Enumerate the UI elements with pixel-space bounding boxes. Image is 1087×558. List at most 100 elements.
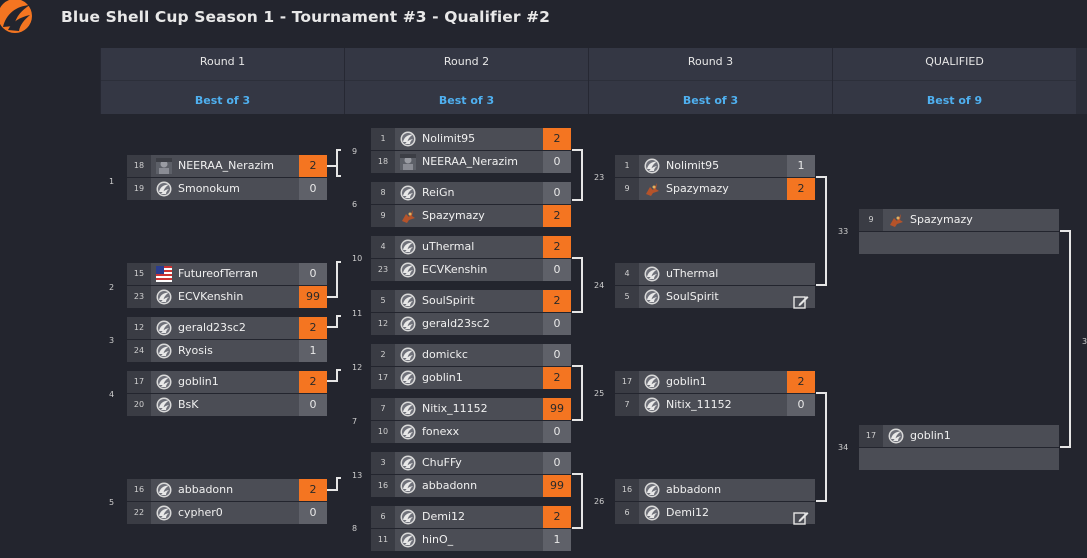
player-name[interactable]: Spazymazy <box>666 182 729 195</box>
player-name[interactable]: uThermal <box>666 267 719 280</box>
player-name[interactable]: hinO_ <box>422 533 454 546</box>
shell-logo-icon[interactable] <box>0 0 40 40</box>
player-name[interactable]: FutureofTerran <box>178 267 258 280</box>
player-name[interactable]: goblin1 <box>666 375 707 388</box>
player-name[interactable]: goblin1 <box>178 375 219 388</box>
player-name[interactable]: SoulSpirit <box>666 290 719 303</box>
horizontal-scroll-edge[interactable] <box>1076 48 1087 114</box>
player-name[interactable]: Nolimit95 <box>666 159 720 172</box>
player-name[interactable]: ECVKenshin <box>422 263 488 276</box>
player-name[interactable]: fonexx <box>422 425 460 438</box>
round-best-of[interactable]: Best of 3 <box>194 94 251 107</box>
round-best-of[interactable]: Best of 3 <box>438 94 495 107</box>
player-name[interactable]: Nolimit95 <box>422 132 476 145</box>
player-name[interactable]: NEERAA_Nerazim <box>178 159 274 172</box>
edit-match-icon[interactable] <box>793 510 809 525</box>
player-name[interactable]: Smonokum <box>178 182 240 195</box>
round-best-of[interactable]: Best of 9 <box>926 94 983 107</box>
player-name[interactable]: goblin1 <box>910 429 951 442</box>
edit-match-icon[interactable] <box>793 294 809 309</box>
player-name[interactable]: Spazymazy <box>910 213 973 226</box>
player-name[interactable]: BsK <box>178 398 199 411</box>
player-name[interactable]: Demi12 <box>666 506 710 519</box>
player-name[interactable]: ChuFFy <box>422 456 462 469</box>
match-number: 26 <box>594 497 605 506</box>
player-name[interactable]: abbadonn <box>178 483 234 496</box>
player-name[interactable]: gerald23sc2 <box>178 321 246 334</box>
player-name[interactable]: Demi12 <box>422 510 466 523</box>
player-name[interactable]: ECVKenshin <box>178 290 244 303</box>
player-name[interactable]: Nitix_11152 <box>422 402 488 415</box>
round-best-of[interactable]: Best of 3 <box>682 94 739 107</box>
player-name[interactable]: domickc <box>422 348 468 361</box>
player-name[interactable]: SoulSpirit <box>422 294 475 307</box>
player-name[interactable]: NEERAA_Nerazim <box>422 155 518 168</box>
player-name[interactable]: abbadonn <box>422 479 478 492</box>
player-name[interactable]: uThermal <box>422 240 475 253</box>
player-name[interactable]: goblin1 <box>422 371 463 384</box>
player-name[interactable]: abbadonn <box>666 483 722 496</box>
player-name[interactable]: gerald23sc2 <box>422 317 490 330</box>
player-name[interactable]: ReiGn <box>422 186 455 199</box>
player-name[interactable]: Spazymazy <box>422 209 485 222</box>
player-name[interactable]: Nitix_11152 <box>666 398 732 411</box>
player-name[interactable]: cypher0 <box>178 506 223 519</box>
player-name[interactable]: Ryosis <box>178 344 213 357</box>
